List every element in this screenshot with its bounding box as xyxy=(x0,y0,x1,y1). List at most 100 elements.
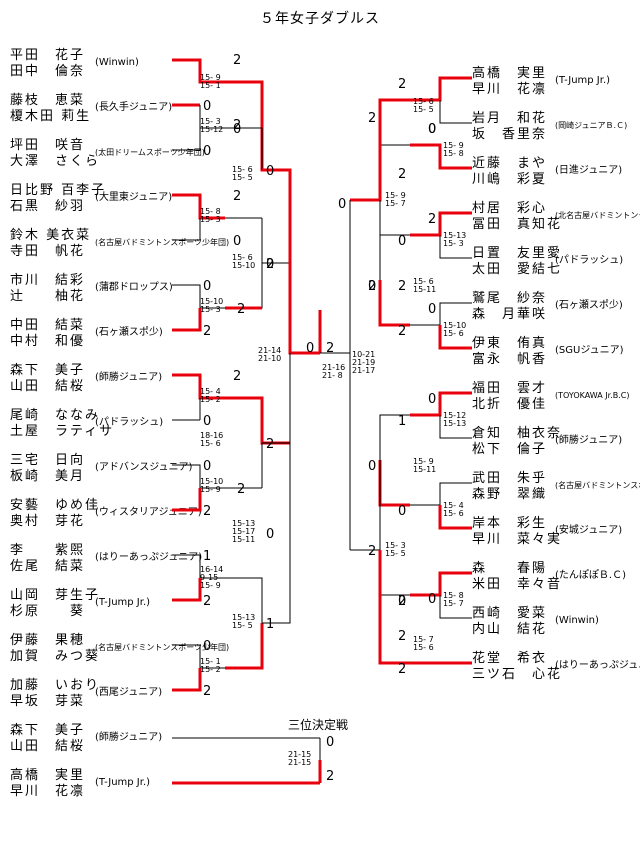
match-score: 2 xyxy=(398,324,406,339)
bracket-line xyxy=(225,127,263,170)
game-score: 21- 8 xyxy=(322,371,343,380)
player-name: 奥村 芽花 xyxy=(10,513,85,529)
player-name: 倉知 柚衣奈 xyxy=(472,425,562,441)
player-name: 三宅 日向 xyxy=(10,452,85,468)
game-score: 18-16 xyxy=(200,431,223,440)
game-score: 15- 7 xyxy=(413,635,434,644)
club-name: (Winwin) xyxy=(555,615,599,626)
player-name: 森下 美子 xyxy=(10,723,85,738)
player-name: 森野 翠織 xyxy=(472,487,547,502)
game-score: 15- 5 xyxy=(232,621,253,630)
match-score: 0 xyxy=(428,392,436,407)
player-name: 早川 花凛 xyxy=(472,81,547,97)
club-name: (はりーあっぷジュニア) xyxy=(95,551,202,563)
club-name: (はりーあっぷジュニア) xyxy=(555,659,640,671)
club-name: (長久手ジュニア) xyxy=(95,100,172,113)
game-score: 15-12 xyxy=(443,411,466,420)
game-score: 15- 5 xyxy=(232,173,253,182)
match-score: 2 xyxy=(266,437,274,452)
player-name: 森 春陽 xyxy=(472,561,547,576)
match-score: 2 xyxy=(398,662,406,677)
third-place-title: 三位決定戦 xyxy=(288,717,348,732)
game-score: 15-13 xyxy=(443,419,466,428)
club-name: (蒲郡ドロップス) xyxy=(95,280,173,293)
game-score: 15- 6 xyxy=(443,509,464,518)
match-score: 2 xyxy=(398,167,406,182)
bracket-line xyxy=(172,464,225,489)
match-score: 0 xyxy=(266,257,274,272)
match-score: 0 xyxy=(233,234,241,249)
match-score: 2 xyxy=(203,594,211,609)
game-score: 15- 5 xyxy=(413,105,434,114)
game-score: 15-10 xyxy=(200,297,223,306)
game-score: 15- 9 xyxy=(443,141,464,150)
game-score: 15- 6 xyxy=(200,439,221,448)
game-score: 15- 6 xyxy=(232,253,253,262)
club-name: (北名古屋バドミントンクラブ) xyxy=(555,210,640,220)
player-name: 坪田 咲音 xyxy=(10,137,85,153)
game-score: 15- 9 xyxy=(413,457,434,466)
club-name: (名古屋バドミントンスポーツ少年団) xyxy=(555,480,640,490)
player-name: 太田 愛結七 xyxy=(472,262,562,277)
player-name: 武田 朱乎 xyxy=(472,471,547,486)
match-score: 2 xyxy=(428,212,436,227)
match-score: 0 xyxy=(203,99,211,114)
match-score: 0 xyxy=(203,144,211,159)
player-name: 高橋 実里 xyxy=(10,767,85,783)
game-score: 15- 8 xyxy=(443,149,464,158)
winner-path-line xyxy=(172,308,202,332)
game-score: 15- 1 xyxy=(200,657,221,666)
bracket-line xyxy=(439,595,472,619)
club-name: (パドラッシュ) xyxy=(555,254,623,266)
player-name: 早川 菜々実 xyxy=(472,531,562,547)
player-name: 西崎 愛菜 xyxy=(472,606,547,621)
player-name: 早坂 芽菜 xyxy=(10,694,85,709)
game-score: 15-10 xyxy=(232,261,255,270)
match-score: 0 xyxy=(398,594,406,609)
player-name: 花堂 希衣 xyxy=(472,650,547,666)
game-score: 15- 8 xyxy=(200,207,221,216)
club-name: (名古屋バドミントンスポーツ少年団) xyxy=(95,237,229,247)
game-score: 15- 2 xyxy=(200,665,221,674)
match-score: 2 xyxy=(237,302,245,317)
winner-path-line xyxy=(410,391,472,417)
player-name: 坂 香里奈 xyxy=(472,127,547,142)
game-score: 15- 3 xyxy=(200,305,221,314)
club-name: (安城ジュニア) xyxy=(555,523,622,536)
bracket-line xyxy=(172,284,225,309)
match-score: 2 xyxy=(398,279,406,294)
game-score: 10-21 xyxy=(352,350,375,359)
game-score: 15- 2 xyxy=(200,395,221,404)
match-score: 0 xyxy=(203,279,211,294)
club-name: (T-Jump Jr.) xyxy=(95,597,150,608)
match-score: 2 xyxy=(203,324,211,339)
game-score: 15- 6 xyxy=(413,97,434,106)
club-name: (師勝ジュニア) xyxy=(95,370,162,383)
game-score: 15- 7 xyxy=(443,599,464,608)
game-score: 15-11 xyxy=(413,465,436,474)
match-score: 2 xyxy=(326,769,334,784)
match-score: 0 xyxy=(233,122,241,137)
club-name: (西尾ジュニア) xyxy=(95,686,162,698)
player-name: 平田 花子 xyxy=(10,47,85,63)
club-name: (T-Jump Jr.) xyxy=(555,75,610,86)
winner-path-line xyxy=(225,396,290,445)
player-name: 安藝 ゆめ佳 xyxy=(10,498,100,513)
player-name: 北折 優佳 xyxy=(472,397,547,412)
game-score: 15- 6 xyxy=(232,165,253,174)
match-score: 2 xyxy=(237,482,245,497)
player-name: 富永 帆香 xyxy=(472,351,547,367)
match-score: 0 xyxy=(428,122,436,137)
club-name: (SGUジュニア) xyxy=(555,345,624,356)
bracket-line xyxy=(379,122,410,146)
bracket-line xyxy=(439,415,472,439)
player-name: 李 紫煕 xyxy=(10,543,85,558)
player-name: 板崎 美月 xyxy=(10,469,85,484)
game-score: 15- 6 xyxy=(443,329,464,338)
game-score: 15- 7 xyxy=(385,199,406,208)
player-name: 米田 幸々音 xyxy=(472,576,562,592)
player-name: 山田 結桜 xyxy=(10,379,85,394)
player-name: 岩月 和花 xyxy=(472,110,547,126)
match-score: 0 xyxy=(266,164,274,179)
